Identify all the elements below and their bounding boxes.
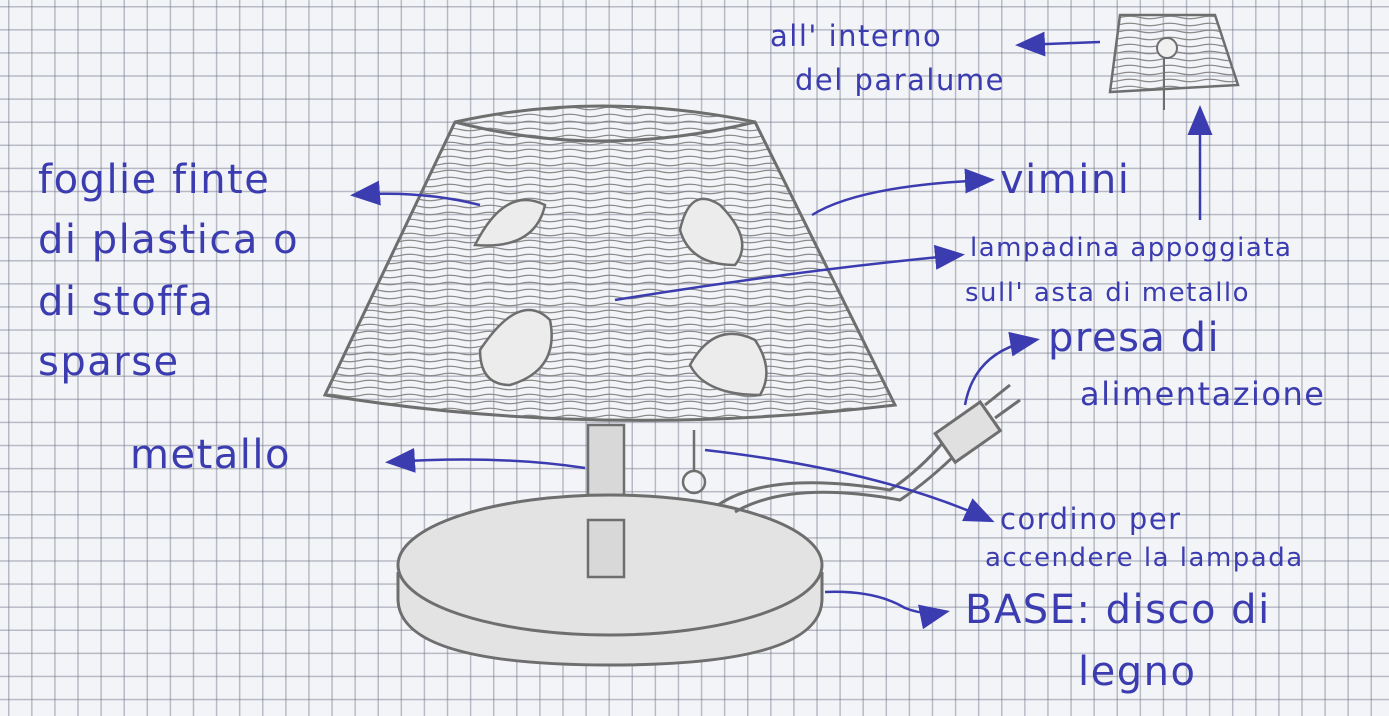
label-foglie-line4: sparse — [38, 342, 180, 382]
label-vimini: vimini — [1000, 160, 1130, 200]
label-base-line1: BASE: disco di — [965, 590, 1271, 630]
power-cable — [718, 440, 960, 512]
arrow-presa — [965, 340, 1035, 405]
label-foglie-line3: di stoffa — [38, 282, 214, 322]
label-lampadina-line2: sull' asta di metallo — [965, 280, 1250, 306]
arrow-base — [825, 592, 945, 614]
wooden-base — [398, 495, 822, 665]
pull-cord — [683, 430, 705, 493]
inset-lampshade — [1110, 15, 1238, 110]
arrow-vimini — [812, 180, 990, 215]
arrow-metallo — [390, 460, 585, 468]
label-lampadina-line1: lampadina appoggiata — [970, 235, 1292, 261]
label-foglie-line2: di plastica o — [38, 220, 299, 260]
label-presa-line2: alimentazione — [1080, 378, 1325, 410]
label-base-line2: legno — [1078, 652, 1196, 692]
label-interno-line2: del paralume — [795, 66, 1005, 95]
label-interno-line1: all' interno — [770, 22, 942, 51]
plug — [935, 385, 1020, 462]
label-foglie-line1: foglie finte — [38, 160, 270, 200]
label-cordino-line2: accendere la lampada — [985, 545, 1304, 571]
label-metallo: metallo — [130, 435, 291, 475]
arrow-interno — [1020, 42, 1100, 45]
label-cordino-line1: cordino per — [1000, 505, 1182, 534]
lampshade — [325, 106, 895, 420]
label-presa-line1: presa di — [1048, 318, 1220, 358]
